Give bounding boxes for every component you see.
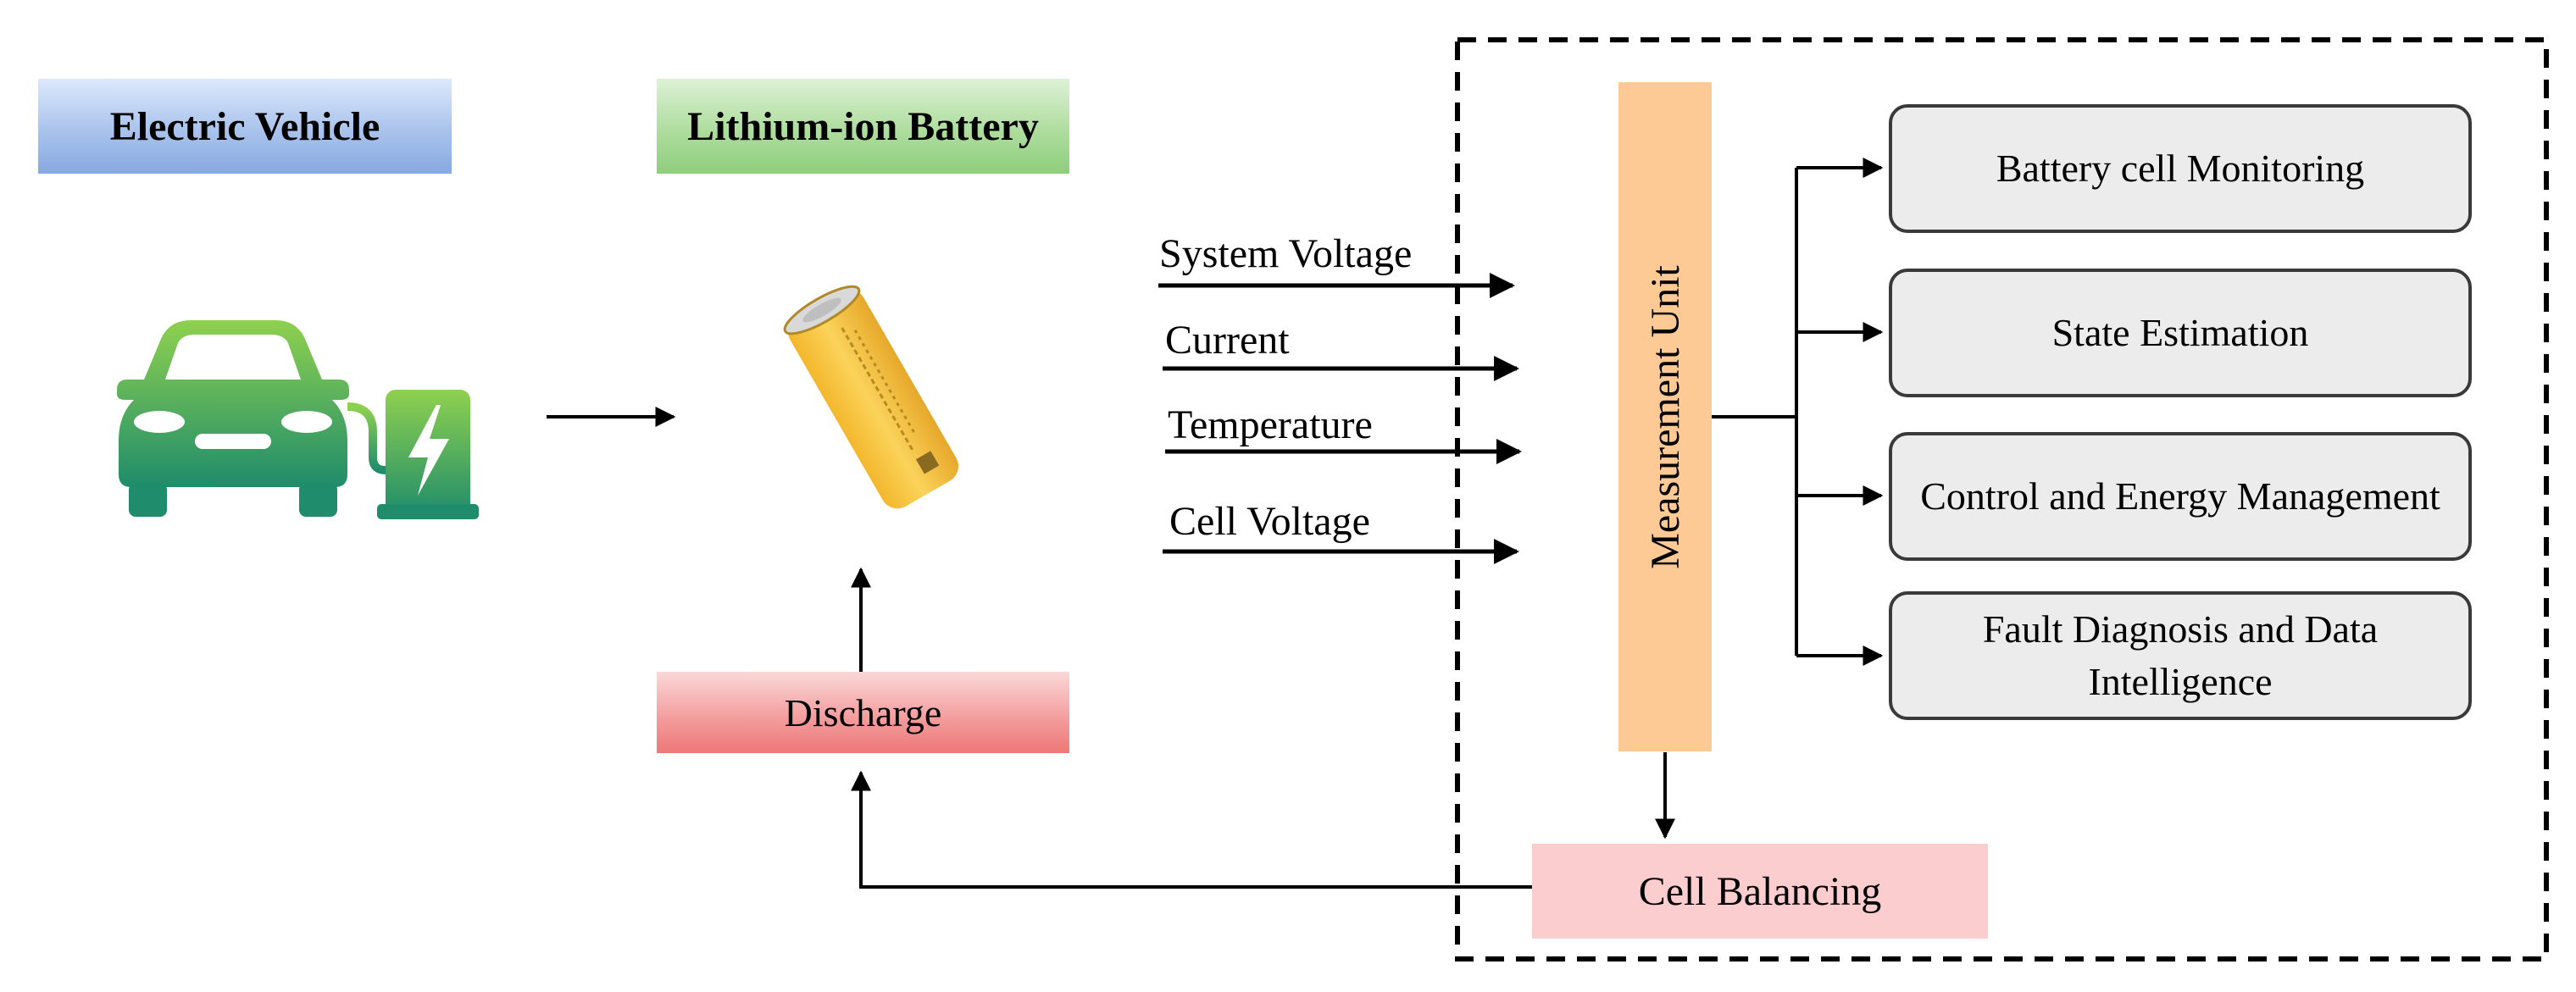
cell-balancing-box: Cell Balancing xyxy=(1532,844,1988,939)
func-battery-cell-monitoring: Battery cell Monitoring xyxy=(1889,104,2472,233)
func-fault-diagnosis: Fault Diagnosis and Data Intelligence xyxy=(1889,591,2472,720)
battery-cell-icon xyxy=(783,285,958,509)
balancing-to-discharge-arrow xyxy=(851,770,1532,889)
signal-label-temperature: Temperature xyxy=(1168,402,1373,447)
signal-label-system-voltage: System Voltage xyxy=(1159,231,1413,276)
signal-label-cell-voltage: Cell Voltage xyxy=(1169,499,1370,544)
signal-label-current: Current xyxy=(1165,318,1290,363)
electric-car-icon xyxy=(117,320,479,519)
func-control-energy-management: Control and Energy Management xyxy=(1889,432,2472,561)
func-state-estimation: State Estimation xyxy=(1889,269,2472,397)
bms-boundary xyxy=(1455,37,2549,962)
discharge-box: Discharge xyxy=(657,672,1069,753)
lithium-battery-title: Lithium-ion Battery xyxy=(657,79,1069,174)
measurement-unit-label: Measurement Unit xyxy=(1642,264,1688,569)
electric-vehicle-title: Electric Vehicle xyxy=(38,79,452,174)
measurement-unit-box: Measurement Unit xyxy=(1618,82,1712,751)
